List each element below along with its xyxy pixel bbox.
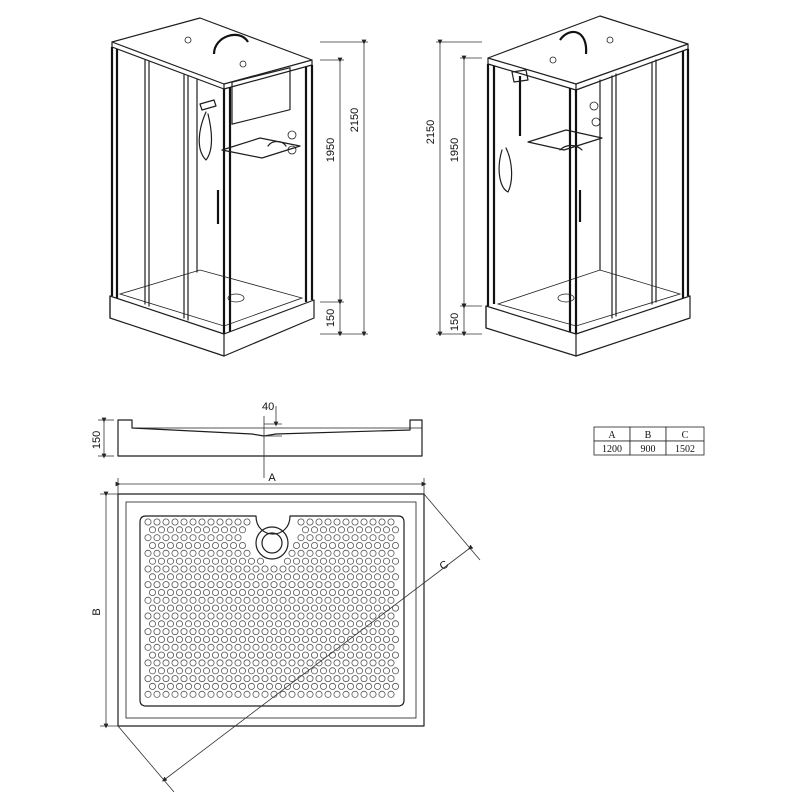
table-value-a: 1200 — [602, 444, 622, 455]
tray-height-label-right: 150 — [449, 313, 461, 331]
tray-plan-view: A B C — [91, 472, 481, 793]
table-value-b: 900 — [641, 444, 656, 455]
drain-outer — [255, 526, 289, 560]
cabin-view-left — [109, 17, 315, 357]
total-height-label-right: 2150 — [425, 120, 437, 144]
table-value-c: 1502 — [675, 444, 695, 455]
table-header-b: B — [645, 430, 652, 441]
drain-inner — [261, 532, 283, 554]
anti-slip-dot-pattern — [144, 518, 399, 698]
tray-section-view: 150 40 — [91, 401, 423, 478]
plan-depth-label: B — [91, 608, 103, 615]
size-table: A B C 1200 900 1502 — [593, 426, 705, 456]
plan-diagonal-label: C — [437, 558, 451, 572]
left-view-dimensions: 1950 2150 150 — [320, 39, 368, 337]
glass-height-label-right: 1950 — [449, 138, 461, 162]
table-header-a: A — [608, 430, 616, 441]
glass-height-label-left: 1950 — [325, 138, 337, 162]
section-height-label: 150 — [91, 431, 103, 449]
tray-height-label-left: 150 — [325, 309, 337, 327]
section-depth-label: 40 — [262, 401, 274, 413]
cabin-view-right — [485, 15, 691, 357]
total-height-label-left: 2150 — [349, 108, 361, 132]
right-view-dimensions: 2150 1950 150 — [425, 39, 482, 337]
table-header-c: C — [682, 430, 689, 441]
plan-width-label: A — [268, 472, 276, 484]
